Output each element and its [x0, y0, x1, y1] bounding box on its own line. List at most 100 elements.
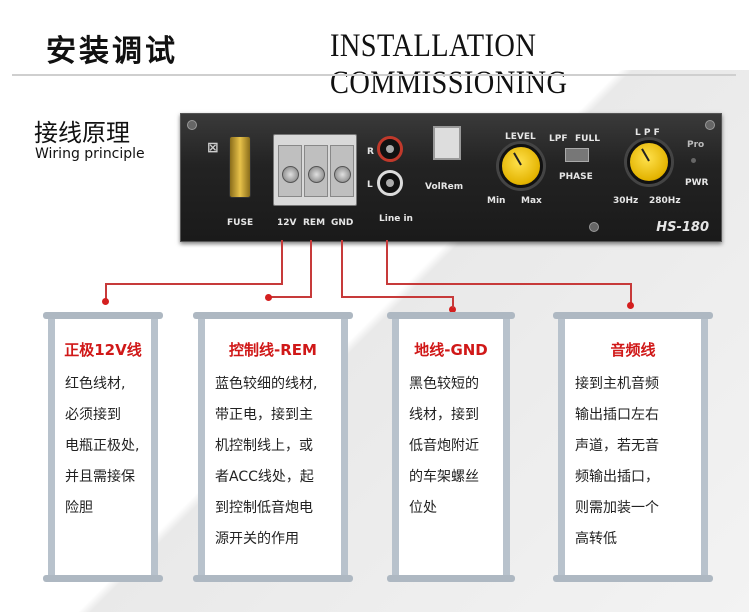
scroll-rod-bottom	[193, 575, 353, 582]
model-label: HS-180	[656, 220, 709, 235]
scroll-12v: 正极12V线 红色线材, 必须接到 电瓶正极处, 并且需接保 险胆	[43, 312, 163, 582]
scroll-body: 黑色较短的 线材，接到 低音炮附近 的车架螺丝 位处	[409, 369, 499, 524]
volrem-port	[433, 126, 461, 160]
screw-icon	[589, 222, 599, 232]
scroll-line: 红色线材,	[65, 376, 126, 392]
scroll-body: 接到主机音频 输出插口左右 声道，若无音 频输出插口， 则需加装一个 高转低	[575, 369, 697, 555]
wire-gnd-vertical	[341, 240, 343, 297]
connector-dot-12v	[102, 298, 109, 305]
scroll-line: 带正电，接到主	[215, 407, 313, 423]
scroll-line: 到控制低音炮电	[215, 500, 313, 516]
scroll-line: 输出插口左右	[575, 407, 659, 423]
lpf-knob-label: L P F	[635, 128, 660, 138]
terminal-gnd	[330, 145, 354, 197]
fuse-holder	[229, 136, 251, 198]
scroll-rod-top	[387, 312, 515, 319]
scroll-line: 并且需接保	[65, 469, 135, 485]
wire-gnd-drop	[452, 296, 454, 308]
scroll-line: 电瓶正极处,	[65, 438, 140, 454]
screw-icon	[705, 120, 715, 130]
level-min-label: Min	[487, 196, 506, 206]
connector-dot-rem	[265, 294, 272, 301]
scroll-line: 低音炮附近	[409, 438, 479, 454]
full-switch-label: FULL	[575, 134, 600, 144]
scroll-rod-bottom	[553, 575, 713, 582]
scroll-gnd: 地线-GND 黑色较短的 线材，接到 低音炮附近 的车架螺丝 位处	[387, 312, 515, 582]
terminal-label-gnd: GND	[331, 218, 354, 228]
rca-label-l: L	[367, 180, 373, 190]
scroll-line: 必须接到	[65, 407, 121, 423]
scroll-title: 音频线	[610, 341, 656, 359]
lpf-switch-label: LPF	[549, 134, 568, 144]
header-divider	[12, 74, 736, 76]
screw-icon	[282, 166, 299, 183]
terminal-label-rem: REM	[303, 218, 326, 228]
amplifier-panel: ⊠ FUSE 12V REM GND R L Line in VolRem LE…	[180, 113, 722, 242]
scroll-body: 蓝色较细的线材, 带正电，接到主 机控制线上，或 者ACC线处，起 到控制低音炮…	[215, 369, 337, 555]
crossover-switch	[565, 148, 589, 162]
scroll-line: 位处	[409, 500, 437, 516]
section-title-en: Wiring principle	[35, 146, 145, 162]
lpf-knob	[627, 140, 671, 184]
terminal-label-12v: 12V	[277, 218, 297, 228]
level-label: LEVEL	[505, 132, 536, 142]
scroll-line: 险胆	[65, 500, 93, 516]
terminal-12v	[278, 145, 302, 197]
scroll-title: 正极12V线	[64, 341, 142, 359]
scroll-line: 的车架螺丝	[409, 469, 479, 485]
wire-12v-vertical	[281, 240, 283, 284]
scroll-rod-top	[553, 312, 713, 319]
scroll-rod-bottom	[387, 575, 515, 582]
scroll-line: 者ACC线处，起	[215, 469, 314, 485]
lpf-max-label: 280Hz	[649, 196, 681, 206]
line-in-label: Line in	[379, 214, 413, 224]
lpf-min-label: 30Hz	[613, 196, 639, 206]
connector-dot-gnd	[449, 306, 456, 313]
scroll-title: 控制线-REM	[229, 341, 317, 359]
phase-label: PHASE	[559, 172, 593, 182]
rca-right-jack	[377, 136, 403, 162]
scroll-line: 高转低	[575, 531, 617, 547]
screw-icon	[187, 120, 197, 130]
screw-icon	[308, 166, 325, 183]
scroll-rod-top	[43, 312, 163, 319]
rca-label-r: R	[367, 147, 374, 157]
wire-12v-drop	[105, 283, 107, 301]
wire-rem-vertical	[310, 240, 312, 297]
scroll-line: 接到主机音频	[575, 376, 659, 392]
scroll-rod-bottom	[43, 575, 163, 582]
power-terminal-block	[273, 134, 357, 206]
volrem-label: VolRem	[425, 182, 464, 192]
wire-gnd-horizontal	[341, 296, 453, 298]
wire-12v-horizontal	[105, 283, 283, 285]
level-knob	[499, 144, 543, 188]
no-dispose-icon: ⊠	[207, 140, 219, 156]
wire-rem-horizontal	[268, 296, 312, 298]
page-title-en: INSTALLATION COMMISSIONING	[330, 28, 568, 101]
wire-audio-vertical	[386, 240, 388, 284]
scroll-rem: 控制线-REM 蓝色较细的线材, 带正电，接到主 机控制线上，或 者ACC线处，…	[193, 312, 353, 582]
rca-left-jack	[377, 170, 403, 196]
scroll-line: 源开关的作用	[215, 531, 299, 547]
power-led	[691, 158, 696, 163]
fuse-label: FUSE	[227, 218, 254, 228]
scroll-title: 地线-GND	[414, 341, 488, 359]
pwr-label: PWR	[685, 178, 709, 188]
page-title-cn: 安装调试	[46, 34, 178, 69]
scroll-line: 频输出插口，	[575, 469, 659, 485]
wire-audio-horizontal	[386, 283, 632, 285]
scroll-audio: 音频线 接到主机音频 输出插口左右 声道，若无音 频输出插口， 则需加装一个 高…	[553, 312, 713, 582]
level-max-label: Max	[521, 196, 542, 206]
scroll-line: 蓝色较细的线材,	[215, 376, 318, 392]
section-title-cn: 接线原理	[34, 119, 130, 147]
wire-audio-drop	[630, 283, 632, 303]
connector-dot-audio	[627, 302, 634, 309]
scroll-body: 红色线材, 必须接到 电瓶正极处, 并且需接保 险胆	[65, 369, 147, 524]
scroll-line: 机控制线上，或	[215, 438, 313, 454]
scroll-line: 声道，若无音	[575, 438, 659, 454]
scroll-line: 黑色较短的	[409, 376, 479, 392]
terminal-rem	[304, 145, 328, 197]
pro-label: Pro	[687, 140, 705, 150]
screw-icon	[334, 166, 351, 183]
scroll-rod-top	[193, 312, 353, 319]
